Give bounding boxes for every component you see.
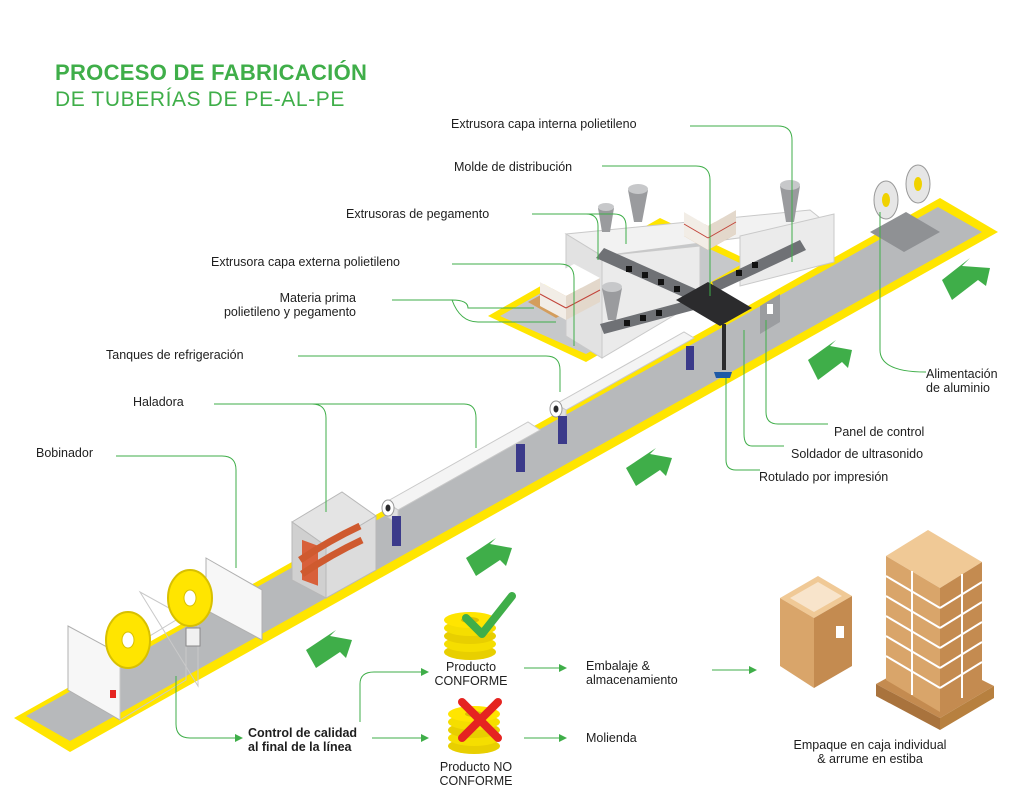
label-packing-line-1: Embalaje & [586, 659, 650, 673]
flow-arrow-icon-4 [466, 538, 512, 576]
label-distribution-mold: Molde de distribución [454, 160, 573, 174]
cooling-tank-2 [381, 421, 541, 546]
label-packaging: Empaque en caja individual & arrume en e… [770, 738, 970, 766]
individual-box [780, 576, 852, 688]
pallet-stack [876, 530, 994, 730]
label-print-labeling: Rotulado por impresión [759, 470, 889, 484]
label-quality-control-line-1: Control de calidad [248, 726, 358, 740]
label-raw-material-line-2: polietileno y pegamento [223, 305, 356, 319]
label-puller: Haladora [133, 395, 184, 409]
label-packaging-line-1: Empaque en caja individual [793, 738, 947, 752]
raw-material-pallet-front [528, 264, 601, 320]
winder-machine [67, 557, 263, 721]
label-aluminum-feed-line-1: Alimentación [926, 367, 998, 381]
label-control-panel: Panel de control [834, 425, 925, 439]
label-aluminum-feed: Alimentación de aluminio [926, 367, 998, 395]
label-winder: Bobinador [36, 446, 93, 460]
label-glue-extruders: Extrusoras de pegamento [346, 207, 490, 221]
flow-arrow-icon-2 [808, 340, 852, 380]
hopper-2 [628, 184, 648, 222]
puller-machine [291, 491, 377, 599]
label-ultrasonic-welder: Soldador de ultrasonido [791, 447, 924, 461]
check-icon [462, 592, 516, 638]
label-raw-material: Materia prima polietileno y pegamento [180, 291, 356, 319]
title-line-1: PROCESO DE FABRICACIÓN [55, 60, 368, 85]
label-packaging-line-2: & arrume en estiba [817, 752, 923, 766]
aluminum-feed-reels [870, 164, 940, 252]
label-raw-material-line-1: Materia prima [279, 291, 356, 305]
cooling-tank-1 [549, 331, 695, 444]
label-nonconforming-product: Producto NO CONFORME [416, 760, 536, 788]
label-grinding: Molienda [586, 731, 637, 745]
label-inner-extruder: Extrusora capa interna polietileno [451, 117, 637, 131]
cross-icon [458, 698, 502, 742]
leader-lines [116, 125, 927, 568]
label-quality-control: Control de calidad al final de la línea [248, 726, 357, 754]
hopper-3 [780, 180, 800, 222]
label-nonconforming-line-2: CONFORME [439, 774, 513, 788]
hopper-4 [602, 282, 622, 320]
flow-arrow-icon-1 [942, 258, 990, 300]
label-conforming-product: Producto CONFORME [416, 660, 526, 688]
label-quality-control-line-2: al final de la línea [248, 740, 352, 754]
label-outer-extruder: Extrusora capa externa polietileno [211, 255, 401, 269]
label-packing-line-2: almacenamiento [586, 673, 678, 687]
title-line-2: DE TUBERÍAS DE PE-AL-PE [55, 88, 345, 111]
flow-arrow-icon-3 [626, 448, 672, 486]
label-aluminum-feed-line-2: de aluminio [926, 381, 990, 395]
label-nonconforming-line-1: Producto NO [439, 760, 513, 774]
label-conforming-line-2: CONFORME [434, 674, 508, 688]
label-conforming-line-1: Producto [445, 660, 497, 674]
label-packing-storage: Embalaje & almacenamiento [586, 659, 678, 687]
quality-flow-lines [175, 664, 757, 742]
flow-arrow-icon-5 [306, 630, 352, 668]
hopper-1 [598, 203, 614, 232]
label-cooling-tanks: Tanques de refrigeración [106, 348, 244, 362]
